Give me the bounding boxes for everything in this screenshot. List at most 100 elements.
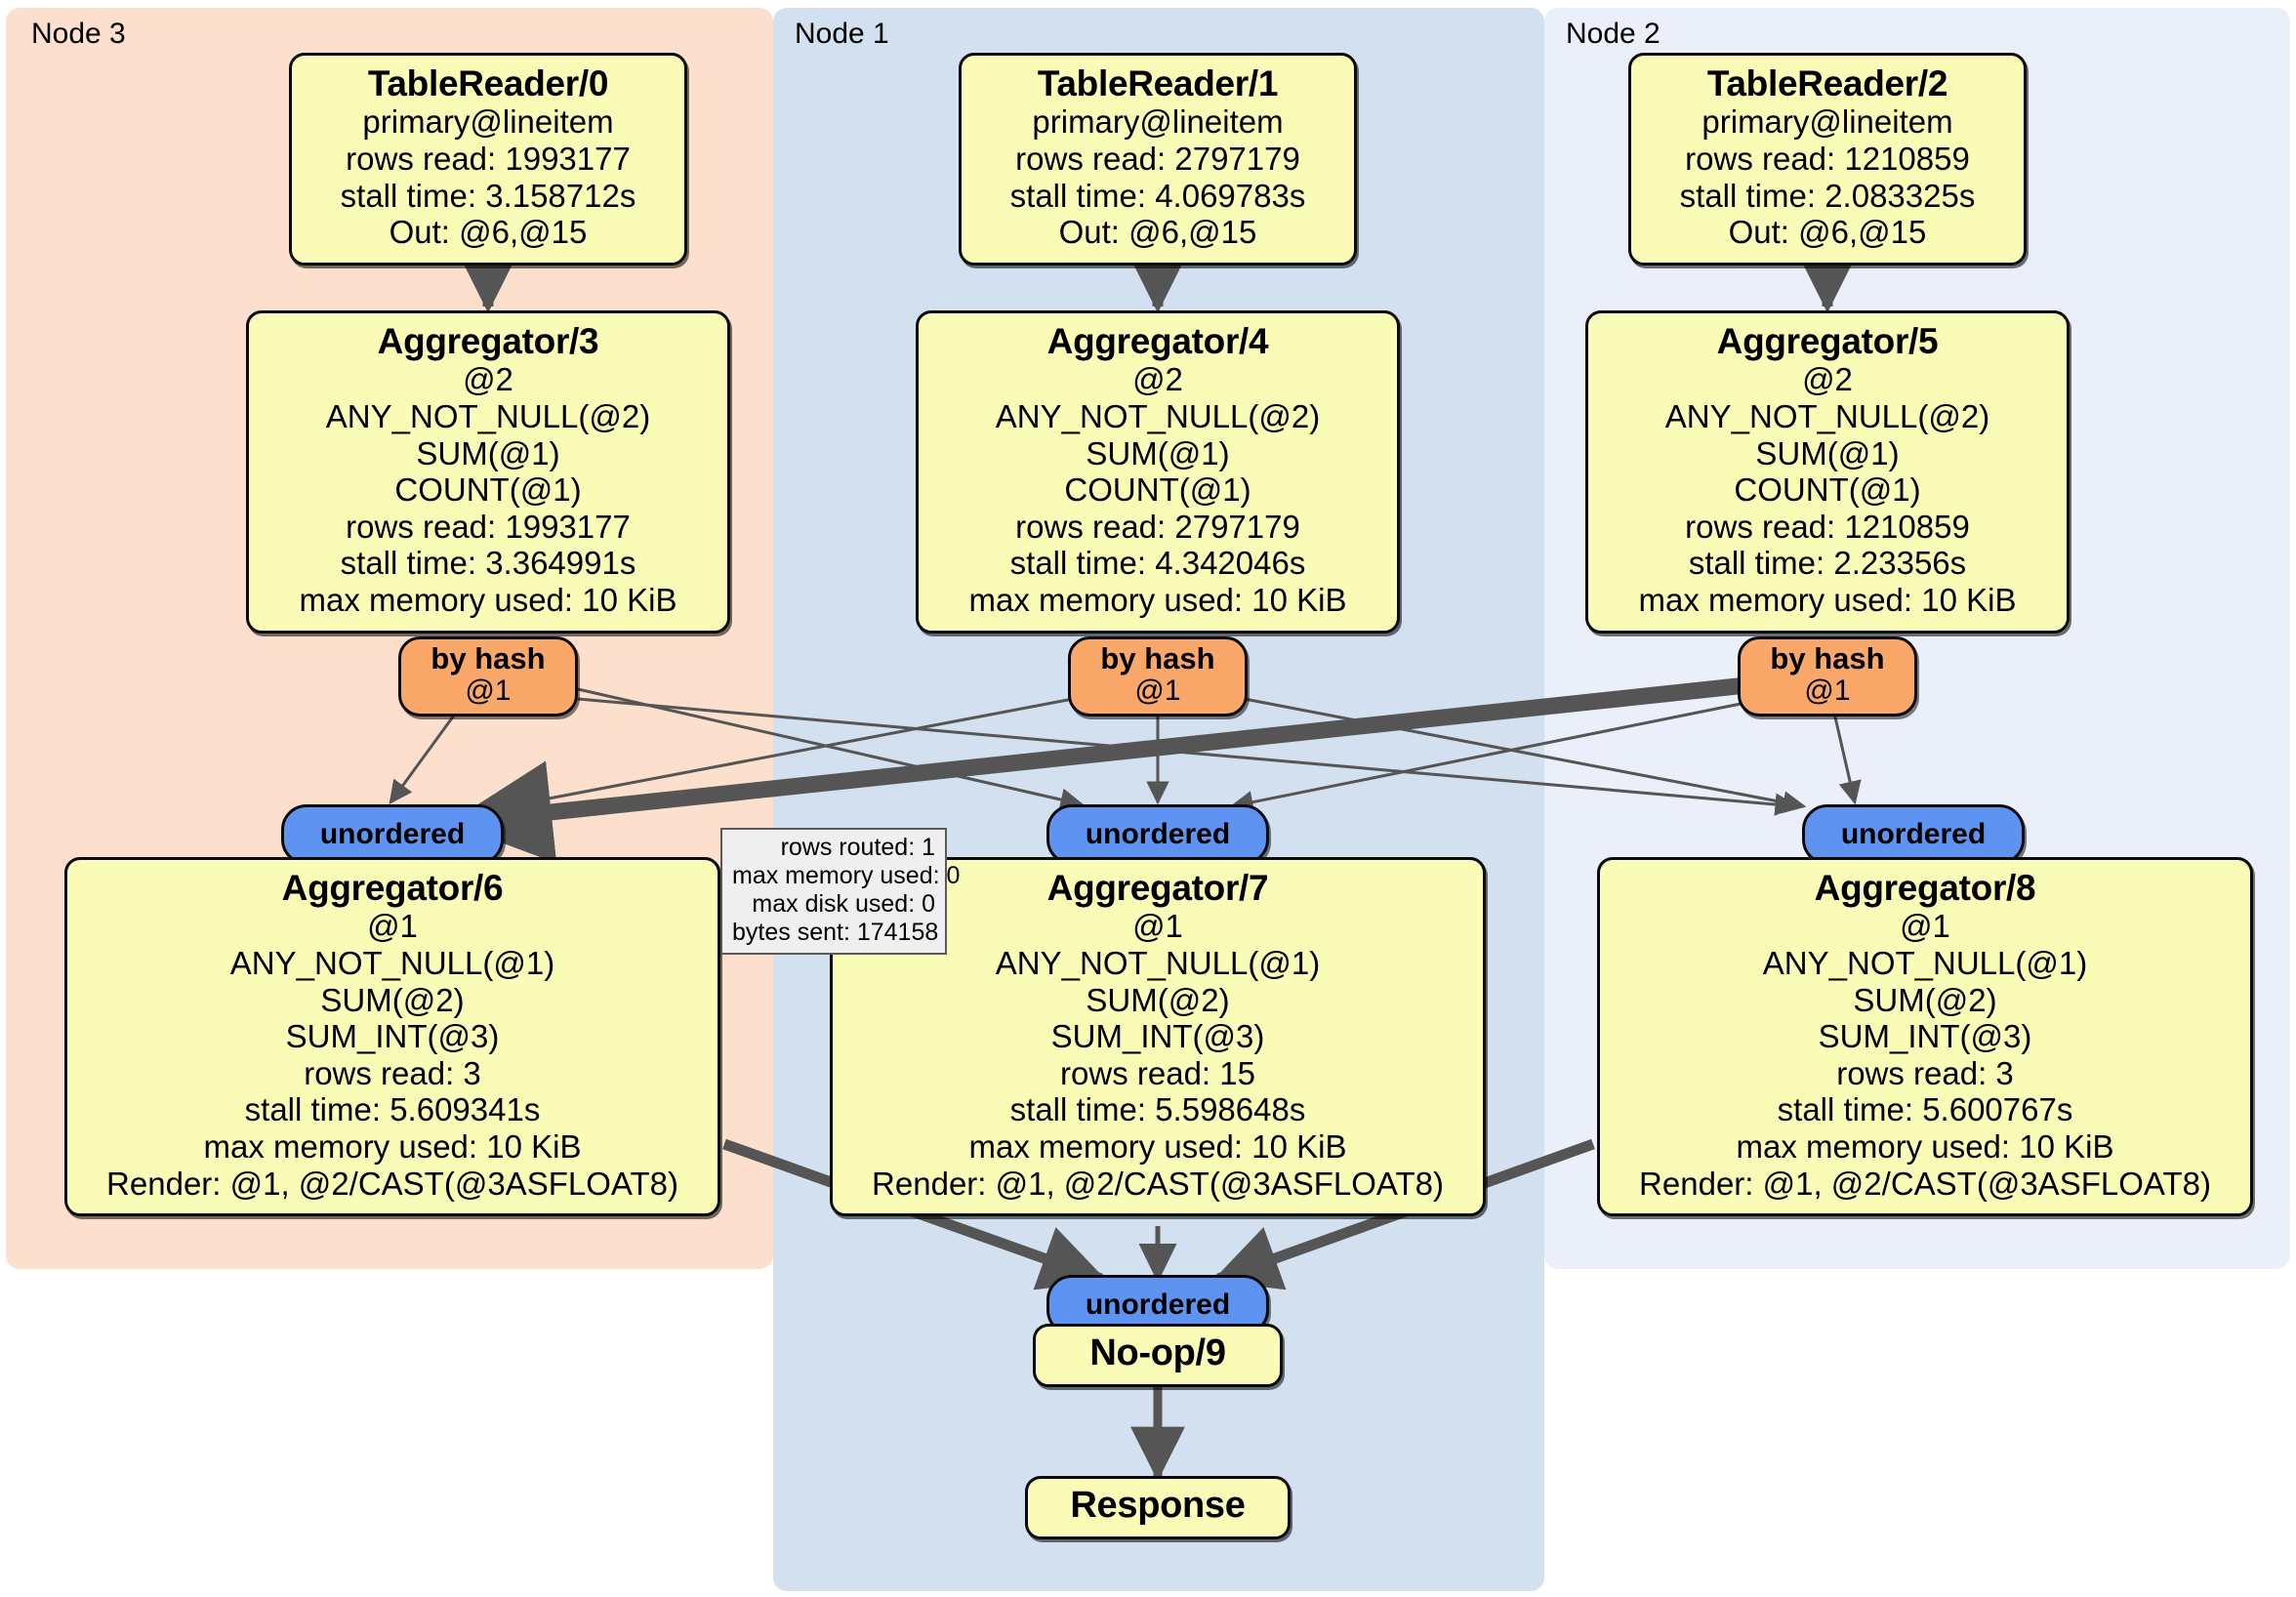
- processor-line: rows read: 3: [1836, 1054, 2014, 1091]
- processor-line: primary@lineitem: [1032, 103, 1284, 141]
- processor-line: Render: @1, @2/CAST(@3ASFLOAT8): [1639, 1165, 2211, 1202]
- synchronizer-label: unordered: [1840, 818, 1987, 850]
- processor-line: stall time: 5.598648s: [1009, 1091, 1306, 1128]
- processor-line: Out: @6,@15: [389, 214, 588, 251]
- processor-title: TableReader/1: [1037, 63, 1279, 103]
- router-title: by hash: [1770, 641, 1885, 676]
- router-title: by hash: [1100, 641, 1215, 676]
- processor-line: max memory used: 10 KiB: [968, 582, 1347, 619]
- processor-line: stall time: 5.609341s: [244, 1091, 541, 1128]
- processor-line: rows read: 2797179: [1015, 141, 1300, 178]
- synchronizer-unordered-node1[interactable]: unordered: [1046, 804, 1269, 865]
- processor-line: rows read: 3: [304, 1054, 481, 1091]
- synchronizer-unordered-node2[interactable]: unordered: [1802, 804, 2025, 865]
- processor-line: Render: @1, @2/CAST(@3ASFLOAT8): [872, 1165, 1444, 1202]
- processor-line: Out: @6,@15: [1058, 214, 1257, 251]
- processor-line: COUNT(@1): [1064, 471, 1251, 509]
- processor-line: rows read: 15: [1060, 1054, 1255, 1091]
- processor-aggregator-3[interactable]: Aggregator/3 @2 ANY_NOT_NULL(@2) SUM(@1)…: [246, 310, 730, 634]
- processor-title: No-op/9: [1089, 1332, 1226, 1373]
- synchronizer-label: unordered: [1085, 1289, 1231, 1321]
- processor-line: stall time: 3.158712s: [340, 177, 636, 214]
- processor-aggregator-8[interactable]: Aggregator/8 @1 ANY_NOT_NULL(@1) SUM(@2)…: [1597, 857, 2253, 1217]
- synchronizer-label: unordered: [319, 818, 466, 850]
- processor-line: @2: [463, 361, 513, 398]
- tooltip-line: rows routed: 1: [780, 834, 935, 861]
- processor-line: primary@lineitem: [1702, 103, 1953, 141]
- processor-line: @1: [367, 908, 418, 945]
- router-column: @1: [465, 674, 512, 707]
- processor-noop-9[interactable]: No-op/9: [1033, 1324, 1283, 1387]
- node-label-node3: Node 3: [31, 18, 126, 50]
- processor-line: stall time: 2.23356s: [1688, 545, 1967, 582]
- processor-line: @2: [1132, 361, 1183, 398]
- processor-line: ANY_NOT_NULL(@2): [325, 398, 651, 435]
- processor-line: rows read: 1993177: [346, 508, 631, 545]
- processor-tablereader-0[interactable]: TableReader/0 primary@lineitem rows read…: [289, 53, 687, 266]
- processor-aggregator-6[interactable]: Aggregator/6 @1 ANY_NOT_NULL(@1) SUM(@2)…: [64, 857, 720, 1217]
- processor-tablereader-2[interactable]: TableReader/2 primary@lineitem rows read…: [1628, 53, 2027, 266]
- processor-line: SUM_INT(@3): [285, 1018, 500, 1055]
- node-label-node2: Node 2: [1566, 18, 1660, 50]
- processor-line: SUM(@2): [1853, 981, 1997, 1018]
- processor-line: ANY_NOT_NULL(@1): [1762, 945, 2088, 982]
- processor-response[interactable]: Response: [1025, 1476, 1291, 1539]
- processor-title: Aggregator/7: [1046, 868, 1269, 908]
- processor-line: stall time: 4.342046s: [1009, 545, 1306, 582]
- processor-aggregator-4[interactable]: Aggregator/4 @2 ANY_NOT_NULL(@2) SUM(@1)…: [916, 310, 1400, 634]
- processor-line: rows read: 2797179: [1015, 508, 1300, 545]
- processor-line: ANY_NOT_NULL(@1): [995, 945, 1321, 982]
- processor-title: Aggregator/8: [1814, 868, 2036, 908]
- router-column: @1: [1134, 674, 1181, 707]
- tooltip-line: bytes sent: 174158: [732, 919, 939, 946]
- processor-line: @1: [1900, 908, 1950, 945]
- processor-title: Aggregator/4: [1046, 321, 1269, 361]
- processor-line: stall time: 2.083325s: [1679, 177, 1976, 214]
- router-by-hash-node2[interactable]: by hash @1: [1738, 636, 1917, 717]
- router-by-hash-node1[interactable]: by hash @1: [1068, 636, 1248, 717]
- processor-line: COUNT(@1): [394, 471, 582, 509]
- processor-line: stall time: 4.069783s: [1009, 177, 1306, 214]
- processor-title: Aggregator/3: [377, 321, 599, 361]
- processor-line: COUNT(@1): [1734, 471, 1921, 509]
- processor-line: max memory used: 10 KiB: [299, 582, 677, 619]
- processor-tablereader-1[interactable]: TableReader/1 primary@lineitem rows read…: [959, 53, 1357, 266]
- tooltip-line: max memory used: 0: [732, 862, 961, 889]
- synchronizer-label: unordered: [1085, 818, 1231, 850]
- processor-line: ANY_NOT_NULL(@1): [229, 945, 555, 982]
- processor-title: TableReader/2: [1706, 63, 1948, 103]
- processor-line: SUM_INT(@3): [1818, 1018, 2032, 1055]
- processor-line: max memory used: 10 KiB: [1736, 1128, 2114, 1166]
- processor-aggregator-5[interactable]: Aggregator/5 @2 ANY_NOT_NULL(@2) SUM(@1)…: [1585, 310, 2070, 634]
- processor-line: stall time: 5.600767s: [1777, 1091, 2073, 1128]
- processor-line: SUM_INT(@3): [1050, 1018, 1265, 1055]
- processor-title: Aggregator/5: [1716, 321, 1939, 361]
- processor-line: rows read: 1210859: [1685, 141, 1970, 178]
- processor-line: primary@lineitem: [362, 103, 614, 141]
- processor-line: max memory used: 10 KiB: [1638, 582, 2017, 619]
- processor-line: Out: @6,@15: [1728, 214, 1927, 251]
- router-by-hash-node3[interactable]: by hash @1: [398, 636, 578, 717]
- processor-line: SUM(@1): [416, 434, 560, 471]
- processor-line: rows read: 1210859: [1685, 508, 1970, 545]
- processor-line: SUM(@1): [1086, 434, 1230, 471]
- processor-line: @2: [1802, 361, 1853, 398]
- processor-line: ANY_NOT_NULL(@2): [995, 398, 1321, 435]
- stream-stats-tooltip: rows routed: 1 max memory used: 0 max di…: [720, 828, 961, 955]
- processor-line: Render: @1, @2/CAST(@3ASFLOAT8): [106, 1165, 678, 1202]
- processor-line: SUM(@2): [320, 981, 465, 1018]
- processor-line: max memory used: 10 KiB: [203, 1128, 582, 1166]
- processor-title: Aggregator/6: [281, 868, 504, 908]
- processor-line: stall time: 3.364991s: [340, 545, 636, 582]
- processor-title: Response: [1070, 1485, 1246, 1526]
- processor-line: ANY_NOT_NULL(@2): [1664, 398, 1990, 435]
- processor-line: rows read: 1993177: [346, 141, 631, 178]
- processor-title: TableReader/0: [367, 63, 609, 103]
- processor-line: max memory used: 10 KiB: [968, 1128, 1347, 1166]
- processor-line: SUM(@1): [1755, 434, 1900, 471]
- node-label-node1: Node 1: [795, 18, 889, 50]
- synchronizer-unordered-node3[interactable]: unordered: [281, 804, 504, 865]
- router-title: by hash: [430, 641, 546, 676]
- tooltip-line: max disk used: 0: [752, 890, 935, 918]
